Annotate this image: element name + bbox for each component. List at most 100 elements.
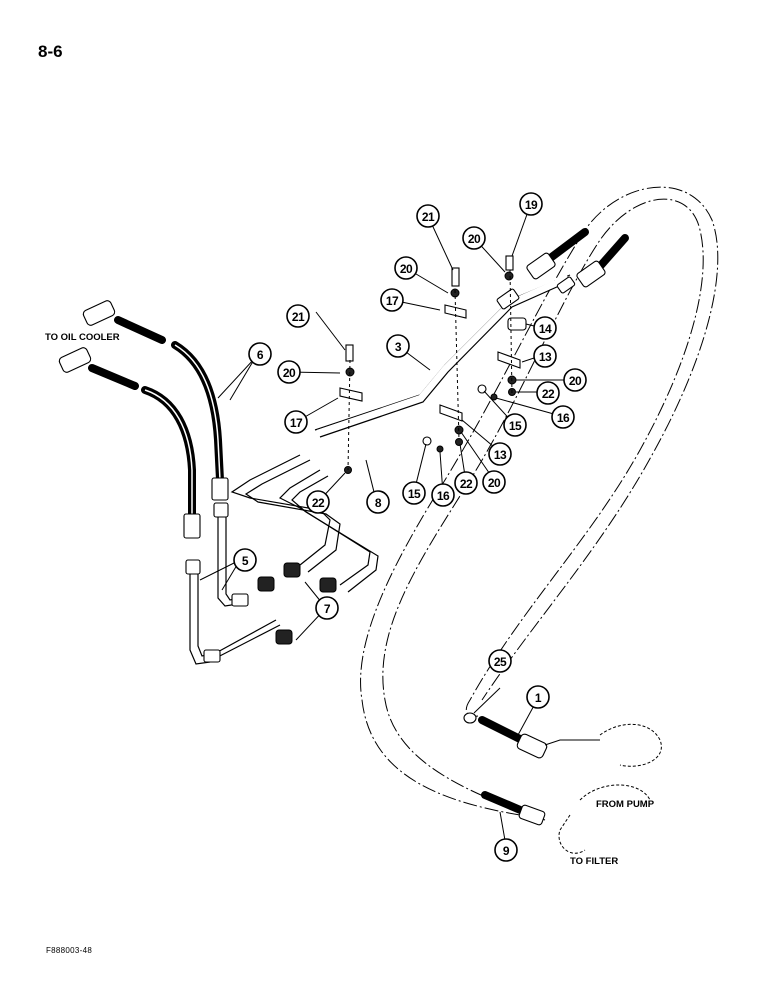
elbow-6-lower bbox=[58, 347, 92, 373]
callout-16-right-text: 16 bbox=[557, 411, 570, 425]
callout-17-lower: 17 bbox=[284, 410, 308, 434]
callout-5: 5 bbox=[233, 548, 257, 572]
hose-6-upper bbox=[171, 341, 224, 484]
hose-1 bbox=[478, 716, 526, 744]
callout-9-text: 9 bbox=[503, 844, 510, 858]
nut-22b bbox=[455, 438, 463, 446]
bolt-21-lower bbox=[345, 344, 354, 362]
callout-13-lower-text: 13 bbox=[494, 448, 507, 462]
nut-16b bbox=[436, 445, 444, 453]
nut-7d bbox=[319, 577, 337, 593]
callout-22-bottom: 22 bbox=[454, 471, 478, 495]
callout-7-text: 7 bbox=[324, 602, 331, 616]
callout-20-upper-left: 20 bbox=[394, 256, 418, 280]
callout-1-text: 1 bbox=[535, 691, 542, 705]
callout-14: 14 bbox=[533, 316, 557, 340]
callout-15-bottom: 15 bbox=[402, 481, 426, 505]
label-to-filter: TO FILTER bbox=[570, 856, 618, 867]
washer-15b bbox=[422, 436, 432, 446]
hose-9 bbox=[481, 791, 529, 816]
tube-3-outline-lower bbox=[319, 281, 569, 438]
fitting-5-bottom bbox=[203, 649, 221, 663]
fitting-9 bbox=[518, 804, 546, 826]
assembly-line-a bbox=[454, 289, 460, 441]
clamp-17-upper bbox=[444, 304, 467, 319]
callout-21-lower: 21 bbox=[286, 304, 310, 328]
callout-20-bottom-text: 20 bbox=[488, 476, 501, 490]
label-to-oil-cooler: TO OIL COOLER bbox=[45, 332, 120, 343]
callout-6: 6 bbox=[248, 342, 272, 366]
callout-22-right-text: 22 bbox=[542, 387, 555, 401]
assembly-line-b bbox=[347, 359, 351, 471]
callout-16-bottom-text: 16 bbox=[437, 489, 450, 503]
bolt-21-upper bbox=[451, 267, 460, 287]
hose-upper-right-a bbox=[541, 228, 589, 266]
tube-8b-outline bbox=[278, 469, 371, 586]
pump-body-phantom bbox=[558, 723, 662, 854]
page-number: 8-6 bbox=[38, 42, 63, 61]
callout-9: 9 bbox=[494, 838, 518, 862]
tube-8-outline bbox=[230, 454, 331, 566]
fitting-1 bbox=[516, 733, 548, 759]
figure-code: F888003-48 bbox=[46, 946, 93, 955]
tube-8-outline-b bbox=[244, 459, 341, 573]
callout-7: 7 bbox=[315, 596, 339, 620]
callout-17-upper: 17 bbox=[380, 288, 404, 312]
tube-5-bottom-b bbox=[213, 619, 277, 655]
hose-6-lower-end bbox=[88, 364, 139, 390]
callout-20-bottom: 20 bbox=[482, 470, 506, 494]
fitting-6-upper bbox=[211, 477, 229, 501]
callout-20-top: 20 bbox=[462, 226, 486, 250]
fitting-upper-a bbox=[526, 252, 556, 280]
fitting-upper-b bbox=[576, 260, 606, 288]
label-from-pump: FROM PUMP bbox=[596, 799, 655, 810]
o-ring-25 bbox=[463, 712, 477, 724]
fitting-5-mid bbox=[231, 593, 249, 607]
callout-16-right: 16 bbox=[551, 405, 575, 429]
hose-loop-outer bbox=[382, 198, 704, 821]
fitting-5-upper bbox=[213, 502, 229, 518]
callout-20-left: 20 bbox=[277, 360, 301, 384]
callout-20-left-text: 20 bbox=[283, 366, 296, 380]
hose-6-lower bbox=[141, 386, 196, 519]
washer-20c bbox=[504, 271, 514, 281]
callout-15-right: 15 bbox=[503, 413, 527, 437]
callout-19: 19 bbox=[519, 192, 543, 216]
callout-19-text: 19 bbox=[525, 198, 538, 212]
callout-25-text: 25 bbox=[494, 655, 507, 669]
callout-21-lower-text: 21 bbox=[292, 310, 305, 324]
callout-8: 8 bbox=[366, 490, 390, 514]
clamp-17-lower bbox=[339, 387, 363, 402]
callout-20-top-text: 20 bbox=[468, 232, 481, 246]
elbow-6-upper bbox=[82, 300, 116, 326]
callout-22-left-text: 22 bbox=[312, 496, 325, 510]
callout-13-lower: 13 bbox=[488, 442, 512, 466]
callout-13-upper: 13 bbox=[533, 344, 557, 368]
callout-20-right: 20 bbox=[563, 368, 587, 392]
callout-20-right-text: 20 bbox=[569, 374, 582, 388]
callout-5-text: 5 bbox=[242, 554, 249, 568]
hose-6-upper-hl bbox=[174, 344, 221, 481]
callout-14-text: 14 bbox=[539, 322, 552, 336]
tube-3-fill bbox=[316, 275, 570, 437]
nut-7b bbox=[275, 629, 293, 645]
fitting-upper-d bbox=[556, 276, 576, 294]
callout-6-text: 6 bbox=[257, 348, 264, 362]
callout-25: 25 bbox=[488, 649, 512, 673]
fitting-5-lower bbox=[185, 559, 201, 575]
callout-17-upper-text: 17 bbox=[386, 294, 399, 308]
callout-3: 3 bbox=[386, 334, 410, 358]
callout-22-left: 22 bbox=[306, 490, 330, 514]
callout-16-bottom: 16 bbox=[431, 483, 455, 507]
callout-15-bottom-text: 15 bbox=[408, 487, 421, 501]
nut-7c bbox=[283, 562, 301, 578]
callout-15-right-text: 15 bbox=[509, 419, 522, 433]
pump-line bbox=[544, 739, 600, 746]
nut-7a bbox=[257, 576, 275, 592]
callout-8-text: 8 bbox=[375, 496, 382, 510]
tube-5-bottom bbox=[211, 624, 281, 661]
callout-3-text: 3 bbox=[395, 340, 402, 354]
hose-6-lower-hl bbox=[144, 389, 193, 515]
callout-21-upper: 21 bbox=[416, 204, 440, 228]
